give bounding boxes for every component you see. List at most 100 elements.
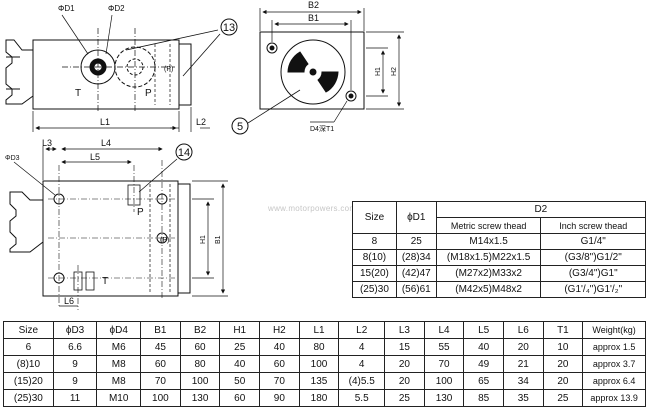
cell-l5: 65 [463, 372, 504, 390]
header-d3: ϕD3 [52, 321, 98, 339]
header-t1: T1 [542, 321, 584, 339]
front-view-body [32, 39, 180, 110]
cell-l3: 20 [384, 355, 425, 373]
cell-l6: 20 [502, 338, 544, 356]
label-h2: H2 [391, 67, 398, 76]
cell-l5: 49 [463, 355, 504, 373]
label-l5: L5 [90, 152, 100, 162]
front-view [5, 14, 221, 132]
cell-l2: 4 [338, 355, 386, 373]
cell-metric: (M27x2)M33x2 [435, 265, 542, 282]
label-l6: L6 [64, 296, 74, 306]
cell-t1: 25 [542, 389, 584, 407]
cell-weight: approx 6.4 [582, 372, 646, 390]
label-b1-bottom: B1 [215, 235, 222, 244]
front-view-side-plate [178, 43, 192, 106]
dimension-table-header: Size ϕD3 ϕD4 B1 B2 H1 H2 L1 L2 L3 L4 L5 … [3, 321, 646, 339]
cell-l5: 85 [463, 389, 504, 407]
cell-l4: 55 [423, 338, 465, 356]
cell-h1: 25 [219, 338, 261, 356]
label-h1-bottom: H1 [200, 235, 207, 244]
cell-d1: (42)47 [395, 265, 437, 282]
cell-l6: 35 [502, 389, 544, 407]
cell-d4: M10 [96, 389, 142, 407]
header-h2: H2 [259, 321, 300, 339]
header-metric: Metric screw thead [435, 217, 542, 234]
label-h1: H1 [375, 67, 382, 76]
thread-size-table: Size ϕD1 D2 Metric screw thead Inch scre… [352, 201, 647, 298]
side-view [247, 8, 404, 124]
left-hex-knob-bottom [9, 191, 44, 253]
left-hex-knob [5, 39, 34, 105]
cell-l4: 100 [423, 372, 465, 390]
bottom-view-body [42, 180, 179, 297]
watermark: www.motorpowers.com [268, 204, 357, 213]
cell-weight: approx 1.5 [582, 338, 646, 356]
header-l3: L3 [384, 321, 425, 339]
cell-h2: 60 [259, 355, 300, 373]
header-inch: Inch screw thead [540, 217, 646, 234]
cell-b2: 130 [179, 389, 221, 407]
cell-size: 6 [3, 338, 54, 356]
bottom-view [9, 146, 228, 310]
cell-inch: (G1'/₄")G1'/₂" [540, 281, 646, 298]
cell-inch: G1/4" [540, 233, 646, 250]
header-l4: L4 [423, 321, 465, 339]
cell-h1: 50 [219, 372, 261, 390]
header-size: Size [352, 201, 397, 234]
callout-5-circle [231, 117, 249, 135]
callout-14-label: 14 [178, 147, 190, 159]
cell-b1: 70 [140, 372, 181, 390]
label-d3: ΦD3 [5, 155, 20, 162]
side-view-disc [280, 39, 346, 105]
header-weight: Weight(kg) [582, 321, 646, 339]
cell-size: (25)30 [3, 389, 54, 407]
cell-t1: 20 [542, 355, 584, 373]
cell-d4: M8 [96, 355, 142, 373]
cell-l3: 15 [384, 338, 425, 356]
label-d2: ΦD2 [108, 4, 125, 13]
thread-table-subheader: Metric screw thead Inch screw thead [353, 217, 646, 234]
cell-d3: 9 [52, 355, 98, 373]
label-b1: B1 [308, 13, 319, 23]
table-row: 15(20) (42)47 (M27x2)M33x2 (G3/4")G1" [352, 265, 646, 282]
cell-l3: 20 [384, 372, 425, 390]
callout-13-label: 13 [223, 22, 235, 34]
dimension-table: Size ϕD3 ϕD4 B1 B2 H1 H2 L1 L2 L3 L4 L5 … [3, 321, 646, 407]
flow-port-lower [317, 71, 339, 93]
cell-size: 15(20) [352, 265, 397, 282]
label-p: P [145, 88, 152, 99]
cell-b2: 100 [179, 372, 221, 390]
label-t: T [75, 88, 81, 99]
cell-l6: 21 [502, 355, 544, 373]
table-row: 8 25 M14x1.5 G1/4" [352, 233, 646, 250]
flow-port-upper [287, 51, 309, 73]
cell-t1: 20 [542, 372, 584, 390]
bottom-view-side-plate [177, 183, 191, 294]
cell-l2: 4 [338, 338, 386, 356]
header-d4: ϕD4 [96, 321, 142, 339]
label-port: (P) [164, 66, 173, 73]
label-d1: ΦD1 [58, 4, 75, 13]
cell-d3: 11 [52, 389, 98, 407]
callout-13-circle [220, 18, 238, 36]
header-l1: L1 [298, 321, 340, 339]
label-d4-t1: D4深T1 [310, 124, 334, 133]
cell-d1: (56)61 [395, 281, 437, 298]
header-d1: ϕD1 [395, 201, 437, 234]
callout-14-circle [175, 143, 193, 161]
cell-inch: (G3/8")G1/2" [540, 249, 646, 266]
table-row: (25)30 (56)61 (M42x5)M48x2 (G1'/₄")G1'/₂… [352, 281, 646, 298]
cell-h1: 60 [219, 389, 261, 407]
header-size: Size [3, 321, 54, 339]
cell-metric: M14x1.5 [435, 233, 542, 250]
cell-d1: (28)34 [395, 249, 437, 266]
cell-l4: 70 [423, 355, 465, 373]
cell-l3: 25 [384, 389, 425, 407]
cell-l1: 180 [298, 389, 340, 407]
cell-size: (25)30 [352, 281, 397, 298]
